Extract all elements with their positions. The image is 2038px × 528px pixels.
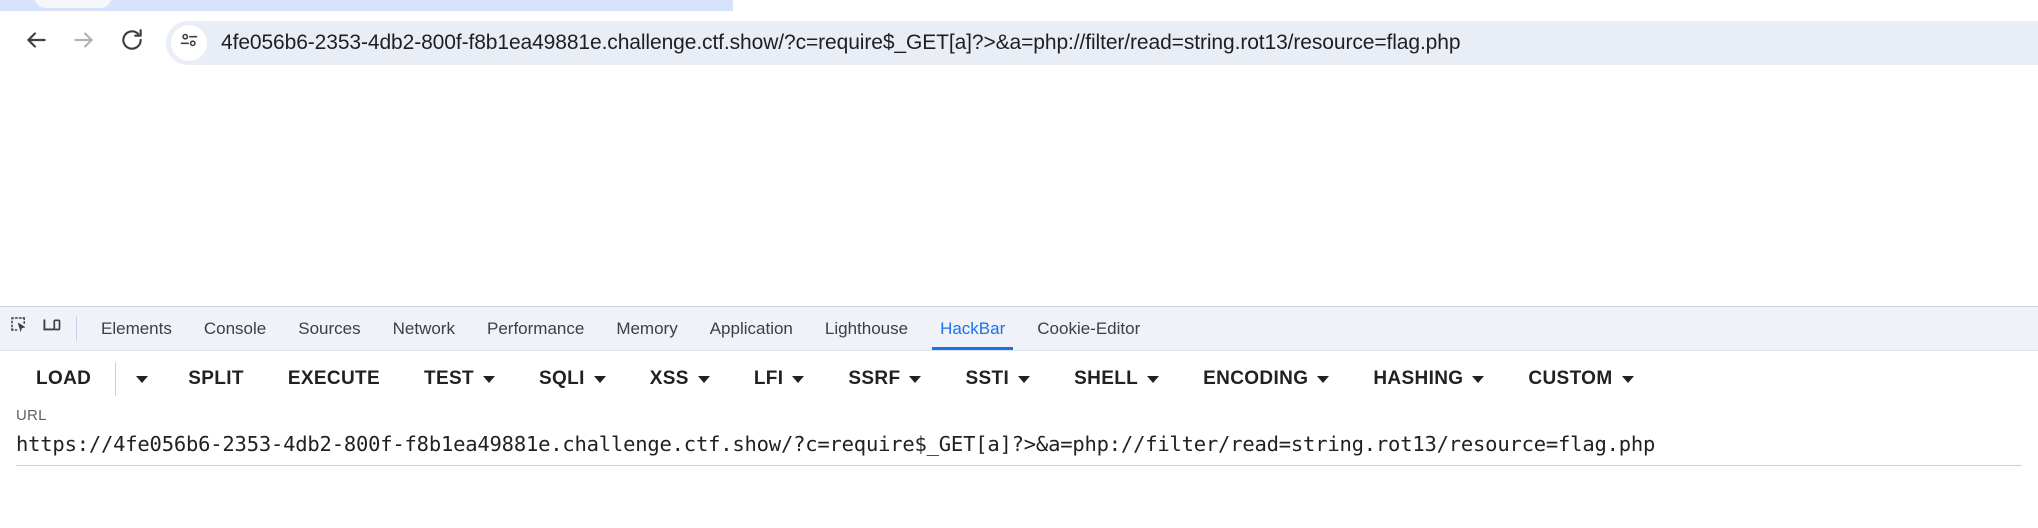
tab-label: Elements	[101, 318, 172, 338]
chevron-down-icon	[1317, 375, 1330, 383]
arrow-right-icon	[71, 27, 97, 58]
chevron-down-icon	[593, 375, 606, 383]
chevron-down-icon	[1472, 375, 1485, 383]
sqli-menu-button[interactable]: SQLI	[517, 359, 628, 399]
tab-label: Cookie-Editor	[1037, 318, 1141, 338]
split-button[interactable]: SPLIT	[166, 359, 266, 399]
tab-label: Application	[709, 318, 793, 338]
tab-memory[interactable]: Memory	[600, 307, 693, 350]
toolbar-divider	[76, 316, 77, 341]
forward-button[interactable]	[62, 21, 106, 65]
execute-label: EXECUTE	[287, 368, 381, 389]
url-input[interactable]	[16, 430, 2022, 466]
devtools-tab-bar: Elements Console Sources Network Perform…	[0, 307, 2038, 351]
tab-strip	[0, 0, 2038, 11]
hashing-menu-button[interactable]: HASHING	[1351, 359, 1506, 399]
reload-button[interactable]	[110, 21, 154, 65]
tab-application[interactable]: Application	[694, 307, 809, 350]
load-dropdown-button[interactable]	[118, 359, 166, 399]
split-label: SPLIT	[188, 368, 244, 389]
tab-label: Performance	[486, 318, 585, 338]
tab-sources[interactable]: Sources	[282, 307, 376, 350]
hackbar-url-field: URL	[0, 407, 2038, 466]
ssrf-menu-button[interactable]: SSRF	[826, 359, 943, 399]
ssti-menu-button[interactable]: SSTI	[943, 359, 1052, 399]
chevron-down-icon	[136, 375, 149, 383]
test-label: TEST	[424, 368, 474, 389]
arrow-left-icon	[23, 27, 49, 58]
shell-menu-button[interactable]: SHELL	[1052, 359, 1181, 399]
load-label: LOAD	[36, 368, 92, 389]
devtools-panel: Elements Console Sources Network Perform…	[0, 306, 2038, 466]
background-tab[interactable]	[34, 0, 112, 8]
tune-sliders-icon	[179, 30, 199, 55]
hackbar-panel: LOAD SPLIT EXECUTE TEST SQLI	[0, 351, 2038, 466]
chevron-down-icon	[1018, 375, 1031, 383]
chevron-down-icon	[697, 375, 710, 383]
tab-hackbar[interactable]: HackBar	[924, 307, 1021, 350]
tab-elements[interactable]: Elements	[85, 307, 188, 350]
tab-label: Lighthouse	[824, 318, 909, 338]
active-tab[interactable]	[722, 0, 2038, 11]
execute-button[interactable]: EXECUTE	[266, 359, 402, 399]
tab-network[interactable]: Network	[377, 307, 471, 350]
ssrf-label: SSRF	[848, 368, 901, 389]
tab-label: Console	[203, 318, 267, 338]
url-field-label: URL	[16, 407, 47, 424]
tab-label: Memory	[616, 318, 678, 338]
shell-label: SHELL	[1074, 368, 1139, 389]
back-button[interactable]	[14, 21, 58, 65]
tab-performance[interactable]: Performance	[471, 307, 600, 350]
tab-console[interactable]: Console	[188, 307, 282, 350]
tab-label: HackBar	[940, 318, 1006, 338]
chevron-down-icon	[483, 375, 495, 383]
hashing-label: HASHING	[1373, 368, 1464, 389]
hackbar-toolbar: LOAD SPLIT EXECUTE TEST SQLI	[0, 351, 2038, 407]
chevron-down-icon	[1147, 375, 1160, 383]
tab-label: Network	[392, 318, 455, 338]
lfi-menu-button[interactable]: LFI	[732, 359, 827, 399]
device-toolbar-icon	[42, 316, 62, 341]
chevron-down-icon	[1621, 375, 1634, 383]
xss-label: XSS	[649, 368, 689, 389]
address-bar-text[interactable]: 4fe056b6-2353-4db2-800f-f8b1ea49881e.cha…	[221, 30, 1461, 54]
inspect-element-button[interactable]	[4, 307, 36, 350]
tab-label: Sources	[298, 318, 361, 338]
tab-lighthouse[interactable]: Lighthouse	[809, 307, 924, 350]
encoding-label: ENCODING	[1203, 368, 1309, 389]
chevron-down-icon	[792, 375, 805, 383]
inspect-element-icon	[10, 316, 30, 341]
xss-menu-button[interactable]: XSS	[628, 359, 732, 399]
tab-cookie-editor[interactable]: Cookie-Editor	[1021, 307, 1156, 350]
site-settings-button[interactable]	[171, 24, 207, 61]
load-button[interactable]: LOAD	[14, 359, 113, 399]
custom-label: CUSTOM	[1528, 368, 1613, 389]
browser-toolbar: 4fe056b6-2353-4db2-800f-f8b1ea49881e.cha…	[0, 11, 2038, 74]
lfi-label: LFI	[753, 368, 784, 389]
page-viewport	[0, 74, 2038, 306]
test-menu-button[interactable]: TEST	[402, 359, 517, 399]
toolbar-divider	[115, 362, 117, 396]
reload-icon	[119, 27, 145, 58]
sqli-label: SQLI	[539, 368, 585, 389]
custom-menu-button[interactable]: CUSTOM	[1506, 359, 1655, 399]
device-toolbar-button[interactable]	[36, 307, 68, 350]
ssti-label: SSTI	[965, 368, 1010, 389]
chevron-down-icon	[909, 375, 922, 383]
encoding-menu-button[interactable]: ENCODING	[1181, 359, 1351, 399]
omnibox[interactable]: 4fe056b6-2353-4db2-800f-f8b1ea49881e.cha…	[166, 20, 2038, 65]
